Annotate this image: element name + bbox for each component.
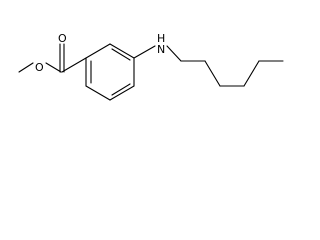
ring-bond-1 xyxy=(85,43,111,59)
bond-methyl-o xyxy=(18,62,34,73)
ring-bond-5 xyxy=(85,85,111,101)
bond-o-carbonyl xyxy=(45,62,62,73)
chain-bond-2 xyxy=(204,60,221,87)
amine-h-label: H xyxy=(157,32,165,45)
ring-bond-4 xyxy=(109,85,135,101)
bond-ring-n xyxy=(133,45,156,59)
bond-carbonyl-ring xyxy=(61,57,87,73)
ring-bond-2 xyxy=(109,43,135,59)
ring-inner-bond-3 xyxy=(111,83,131,96)
structure-diagram: O O H N xyxy=(18,32,284,101)
ring-inner-bond-1 xyxy=(111,48,131,61)
carbonyl-oxygen-label: O xyxy=(58,32,67,45)
ester-oxygen-label: O xyxy=(35,61,44,74)
bond-n-chain xyxy=(166,45,182,62)
amine-n-label: N xyxy=(157,43,165,56)
chain-bond-4 xyxy=(243,60,260,87)
